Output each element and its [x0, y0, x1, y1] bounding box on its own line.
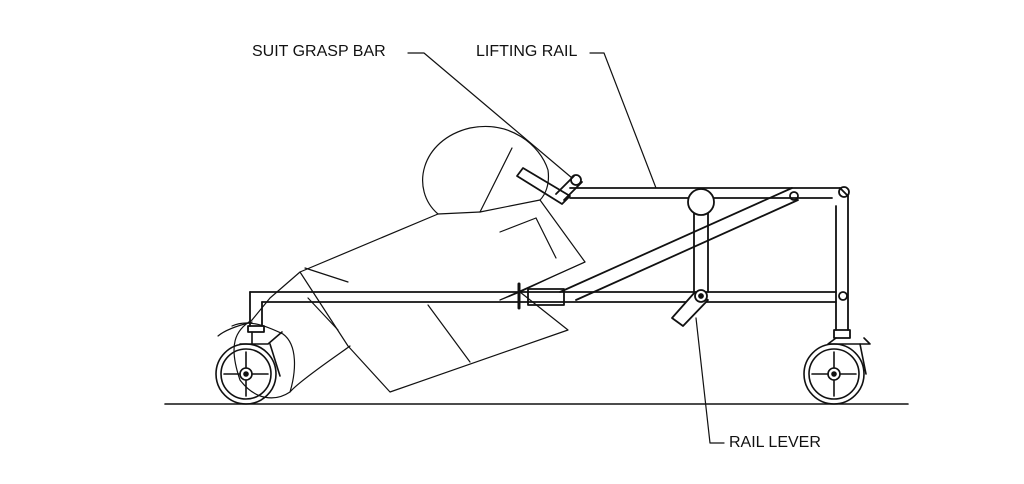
- label-rail-lever: RAIL LEVER: [729, 434, 821, 451]
- leader-suit-grasp-bar: [407, 52, 573, 179]
- pivot-hub: [687, 188, 715, 216]
- leader-lifting-rail: [589, 52, 657, 189]
- suit-grasp-bar: [516, 167, 583, 205]
- label-lifting-rail: LIFTING RAIL: [476, 43, 578, 60]
- right-caster: [803, 337, 871, 405]
- rail-lever: [671, 289, 709, 327]
- label-suit-grasp-bar: SUIT GRASP BAR: [252, 43, 386, 60]
- lower-rail: [247, 282, 837, 333]
- diagonal-brace: [559, 187, 799, 301]
- suit-outline: [217, 126, 586, 399]
- leader-rail-lever: [695, 317, 725, 444]
- leader-lines: [407, 52, 725, 444]
- helmet: [422, 126, 550, 215]
- left-caster: [215, 331, 283, 405]
- center-post: [687, 188, 715, 293]
- rail-clamp: [527, 288, 565, 306]
